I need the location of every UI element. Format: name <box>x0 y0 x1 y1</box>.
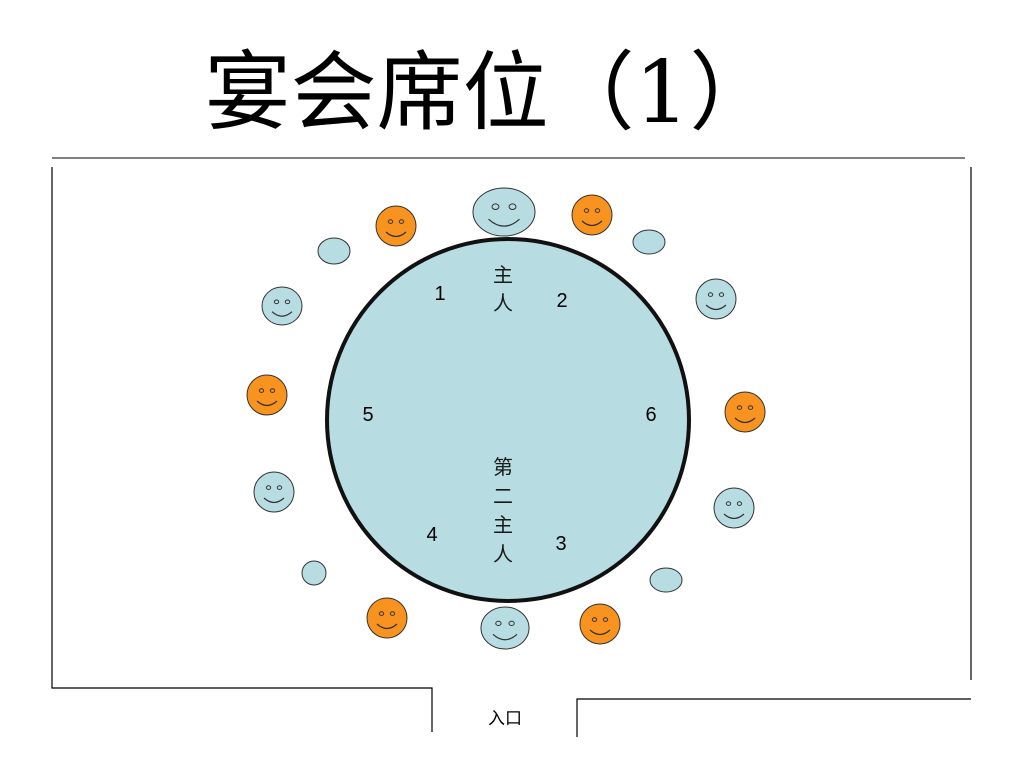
guest-face <box>695 278 737 320</box>
guest-smile <box>589 629 611 636</box>
guest-smiley-icon <box>253 471 295 513</box>
slide-title: 宴会席位（1） <box>204 43 776 143</box>
guest-eye <box>508 203 517 211</box>
guest-eye <box>387 219 394 224</box>
guest-eye <box>594 208 601 213</box>
guest-face <box>649 567 683 593</box>
wall-left <box>51 167 433 732</box>
guest-markers <box>246 187 766 650</box>
guest-smiley-icon <box>246 374 288 416</box>
table-surface <box>325 237 691 603</box>
guest-smile <box>376 623 398 630</box>
guest-smile <box>492 633 518 641</box>
guest-smile <box>488 218 520 227</box>
guest-eye <box>508 620 515 627</box>
seat-number-4: 4 <box>426 524 437 546</box>
guest-eye <box>583 208 590 213</box>
round-table: 1 2 3 4 5 6 主人 第二主人 <box>325 237 691 603</box>
guest-eye <box>736 501 743 506</box>
guest-eye <box>736 405 743 410</box>
guest-smile <box>723 513 745 520</box>
guest-face <box>246 374 288 416</box>
seat-number-3: 3 <box>555 533 566 555</box>
guest-smile <box>734 417 756 424</box>
guest-face <box>632 229 666 255</box>
guest-eye <box>269 388 276 393</box>
guest-seat-marker <box>649 567 683 593</box>
guest-smile <box>256 400 278 407</box>
guest-face <box>579 603 621 645</box>
guest-smiley-icon <box>375 205 417 247</box>
guest-face <box>366 597 408 639</box>
guest-face <box>317 237 351 265</box>
guest-smiley-icon <box>472 187 536 237</box>
seat-number-5: 5 <box>362 404 373 426</box>
guest-eye <box>718 292 725 297</box>
guest-eye <box>591 617 598 622</box>
second-host-label: 第二主人 <box>493 455 513 566</box>
guest-smiley-icon <box>571 194 613 236</box>
seat-number-2: 2 <box>556 290 567 312</box>
guest-eye <box>747 405 754 410</box>
wall-bottom-right <box>576 698 971 737</box>
guest-smiley-icon <box>261 286 303 326</box>
guest-seat-marker <box>632 229 666 255</box>
guest-eye <box>491 203 500 211</box>
host-label: 主人 <box>493 263 513 315</box>
guest-eye <box>258 388 265 393</box>
guest-eye <box>273 299 280 305</box>
entrance-label: 入口 <box>488 709 522 729</box>
room-walls <box>51 167 972 737</box>
guest-eye <box>389 611 396 616</box>
guest-smile <box>581 220 603 227</box>
guest-face <box>571 194 613 236</box>
guest-smile <box>263 497 285 504</box>
guest-face <box>713 487 755 529</box>
guest-face <box>480 606 530 650</box>
guest-seat-marker <box>317 237 351 265</box>
guest-eye <box>495 620 502 627</box>
guest-smiley-icon <box>724 391 766 433</box>
guest-eye <box>276 485 283 490</box>
guest-eye <box>265 485 272 490</box>
guest-eye <box>707 292 714 297</box>
guest-eye <box>378 611 385 616</box>
guest-face <box>253 471 295 513</box>
seat-number-1: 1 <box>434 283 445 305</box>
guest-smile <box>271 311 293 317</box>
guest-smiley-icon <box>695 278 737 320</box>
guest-face <box>375 205 417 247</box>
guest-face <box>472 187 536 237</box>
guest-smiley-icon <box>579 603 621 645</box>
guest-seat-marker <box>301 560 327 586</box>
guest-face <box>261 286 303 326</box>
guest-eye <box>284 299 291 305</box>
guest-smiley-icon <box>713 487 755 529</box>
guest-eye <box>602 617 609 622</box>
guest-smiley-icon <box>480 606 530 650</box>
guest-face <box>301 560 327 586</box>
guest-smile <box>385 231 407 238</box>
guest-smile <box>705 304 727 311</box>
guest-eye <box>725 501 732 506</box>
guest-smiley-icon <box>366 597 408 639</box>
seat-number-6: 6 <box>645 404 656 426</box>
guest-eye <box>398 219 405 224</box>
guest-face <box>724 391 766 433</box>
